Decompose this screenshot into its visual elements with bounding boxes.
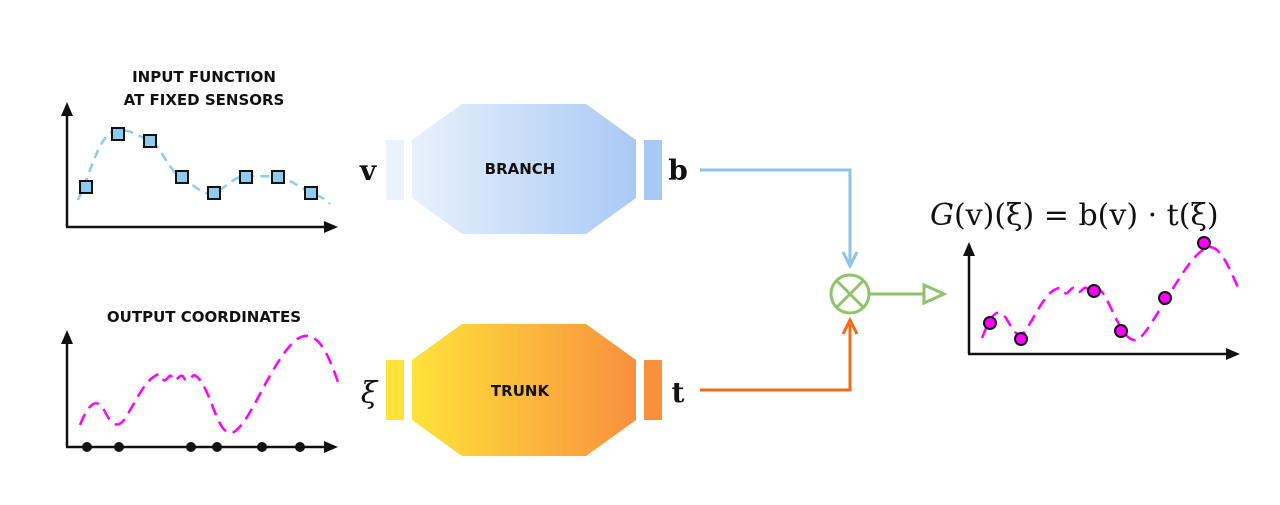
output-function-curve [78,334,340,435]
coordinate-point [186,442,196,452]
sensor-marker [271,170,285,184]
formula-rest: (v)(ξ) = b(v) · t(ξ) [954,198,1219,233]
input-function-curve [76,128,331,205]
input-x-axis-arrowhead [324,221,338,233]
output-marker [1197,236,1211,250]
coordinate-point [295,442,305,452]
sensor-marker [79,180,93,194]
output-y-axis-arrowhead [61,330,73,344]
trunk-network: ξ TRUNK t [361,316,859,456]
multiply-cross-line [835,279,865,309]
output-marker [1087,284,1101,298]
branch-input-layer [386,140,404,200]
sensor-marker [175,170,189,184]
branch-label: BRANCH [485,160,556,178]
sensor-marker [143,134,157,148]
sensor-marker [239,170,253,184]
coordinate-point [82,442,92,452]
trunk-connector-arrowhead [841,316,859,335]
trunk-label: TRUNK [491,382,551,400]
coordinate-point [114,442,124,452]
input-y-axis-arrowhead [61,102,73,116]
output-x-axis-arrowhead [324,441,338,453]
output-marker [1014,332,1028,346]
branch-output-symbol: b [668,154,688,187]
sensor-marker [111,127,125,141]
input-panel-title-line1: INPUT FUNCTION [132,68,276,86]
sensor-marker [207,186,221,200]
branch-connector [700,168,852,262]
branch-input-symbol: v [359,154,377,187]
formula-g: G [930,198,954,233]
trunk-input-symbol: ξ [361,376,379,411]
trunk-output-layer [644,360,662,420]
result-y-axis-arrowhead [963,242,975,256]
output-coordinates-panel: OUTPUT COORDINATES [61,308,340,453]
output-marker [1158,291,1172,305]
input-function-panel: INPUT FUNCTION AT FIXED SENSORS [61,68,338,233]
combine-output-arrowhead [922,282,948,306]
result-formula: G(v)(ξ) = b(v) · t(ξ) [930,198,1219,233]
trunk-output-symbol: t [672,376,685,409]
combine-operator [829,273,948,315]
result-function-curve [980,245,1242,342]
output-marker [1114,324,1128,338]
branch-network-body [412,104,636,234]
trunk-connector [700,324,852,392]
branch-network: v BRANCH b [359,104,859,270]
sensor-marker [304,186,318,200]
coordinate-point [212,442,222,452]
output-panel-title: OUTPUT COORDINATES [107,308,301,326]
trunk-network-body [412,324,636,456]
result-panel: G(v)(ξ) = b(v) · t(ξ) [930,198,1242,360]
output-marker [983,316,997,330]
input-panel-title-line2: AT FIXED SENSORS [124,91,285,109]
branch-output-layer [644,140,662,200]
trunk-input-layer [386,360,404,420]
result-x-axis-arrowhead [1226,348,1240,360]
branch-connector-arrowhead [841,251,859,270]
coordinate-point [257,442,267,452]
